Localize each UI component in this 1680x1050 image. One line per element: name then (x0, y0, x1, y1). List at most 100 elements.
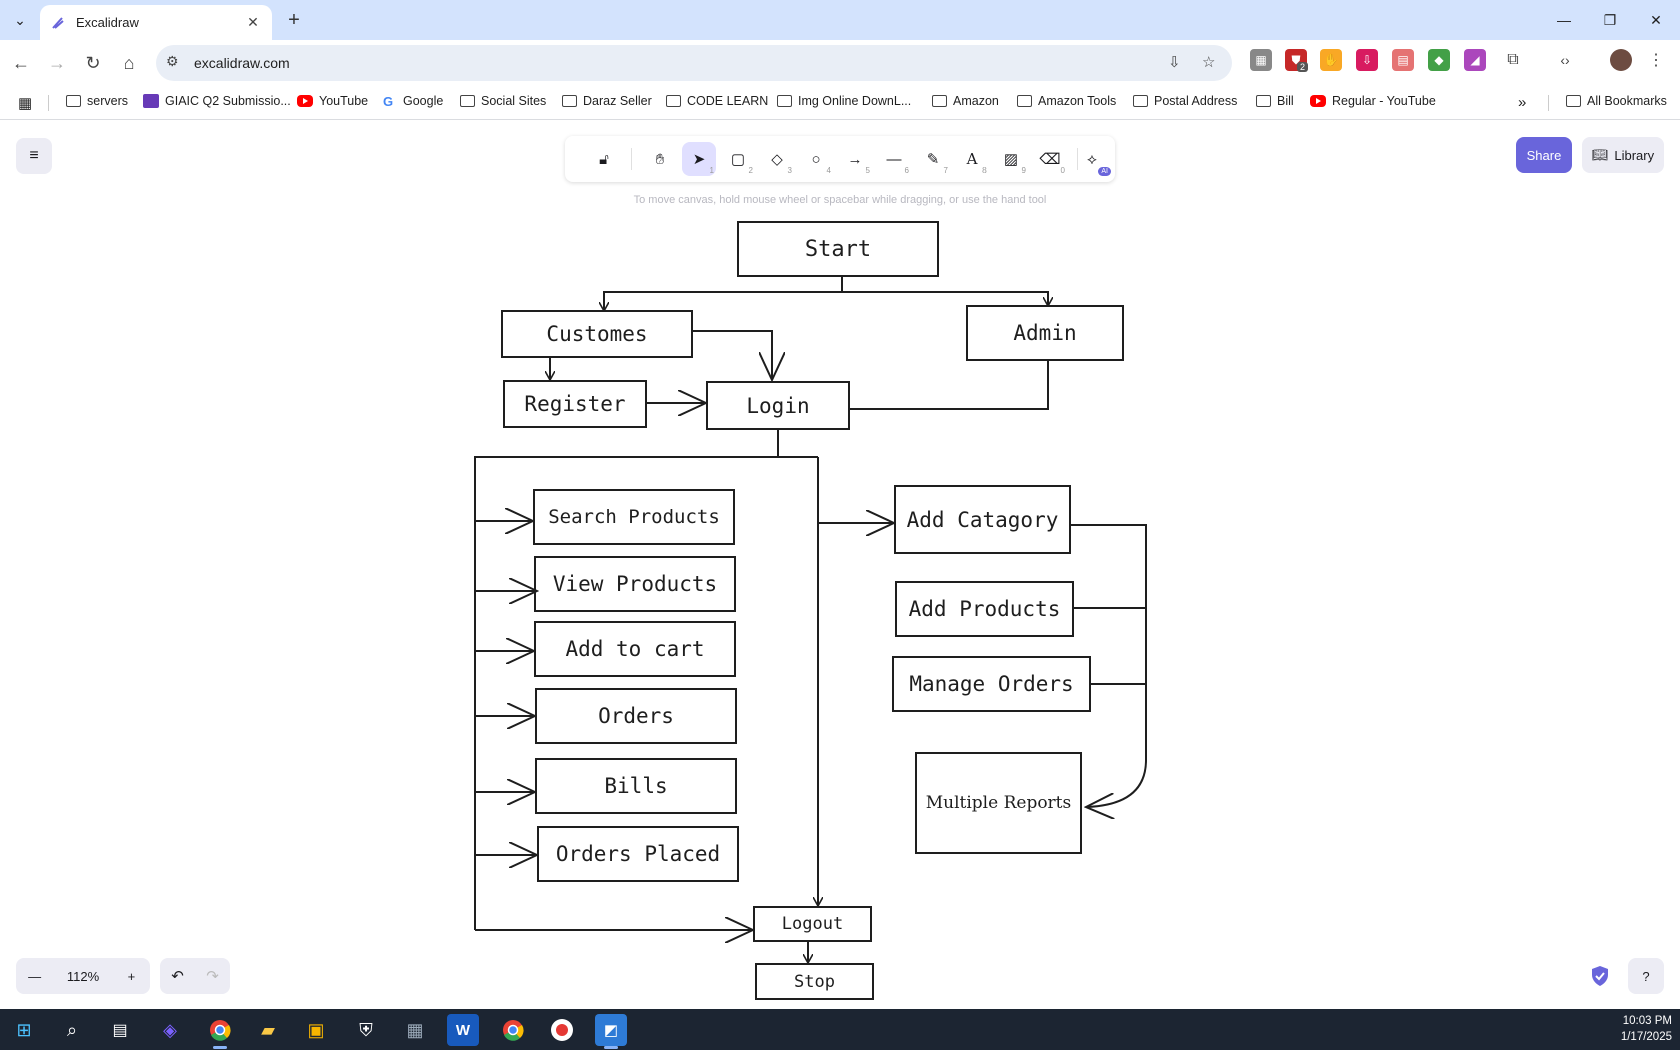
node-orders-placed[interactable]: Orders Placed (537, 826, 739, 882)
line-tool-icon[interactable]: —6 (886, 150, 910, 176)
zoom-in-button[interactable]: + (127, 968, 136, 984)
node-stop[interactable]: Stop (755, 963, 874, 1000)
arrow-tool-icon[interactable]: →5 (847, 150, 871, 176)
bookmark-postal-address[interactable]: Postal Address (1133, 94, 1237, 108)
task-view-icon[interactable]: ▤ (112, 1022, 128, 1039)
node-register[interactable]: Register (503, 380, 647, 428)
selection-tool-icon[interactable]: ➤1 (682, 142, 716, 176)
node-logout[interactable]: Logout (753, 906, 872, 942)
copilot-icon[interactable]: ◈ (163, 1019, 177, 1040)
ellipse-tool-icon[interactable]: ○4 (811, 150, 831, 176)
devtools-icon[interactable]: ‹› (1560, 52, 1570, 68)
rectangle-tool-icon[interactable]: ▢2 (730, 151, 753, 175)
screen-recorder-icon[interactable] (546, 1014, 578, 1046)
site-info-icon[interactable]: ⚙ (166, 53, 179, 69)
bookmark-social-sites[interactable]: Social Sites (460, 94, 546, 108)
node-view-products[interactable]: View Products (534, 556, 736, 612)
chrome-icon[interactable] (204, 1014, 236, 1049)
node-bills[interactable]: Bills (535, 758, 737, 814)
bookmark-star-icon[interactable]: ☆ (1202, 54, 1216, 71)
eraser-tool-icon[interactable]: ⌫0 (1039, 151, 1065, 175)
more-bookmarks-icon[interactable]: » (1518, 94, 1527, 111)
tab-excalidraw[interactable]: Excalidraw ✕ (40, 5, 272, 40)
close-window-button[interactable]: ✕ (1650, 11, 1662, 28)
bookmark-daraz-seller[interactable]: Daraz Seller (562, 94, 652, 108)
bookmark-amazon-tools[interactable]: Amazon Tools (1017, 94, 1116, 108)
hand-tool-icon[interactable]: ✋︎ (655, 150, 665, 168)
url-text[interactable]: excalidraw.com (194, 55, 290, 71)
address-bar[interactable]: ⚙ excalidraw.com ⇩ ☆ (156, 45, 1232, 81)
redo-icon[interactable]: ↷ (206, 968, 219, 985)
bookmark-servers[interactable]: servers (66, 94, 128, 108)
node-start[interactable]: Start (737, 221, 939, 277)
help-icon[interactable]: ? (1628, 958, 1664, 994)
install-app-icon[interactable]: ⇩ (1168, 54, 1181, 71)
profile-avatar[interactable] (1610, 49, 1632, 71)
minimize-button[interactable]: — (1557, 12, 1571, 28)
apps-grid-icon[interactable]: ▦ (18, 95, 33, 112)
extension-icon[interactable]: ▤ (1392, 49, 1414, 71)
reload-button[interactable]: ↻ (85, 52, 101, 73)
windows-start-icon[interactable]: ⊞ (16, 1019, 32, 1040)
tab-search-button[interactable]: ⌄ (14, 11, 26, 28)
bookmark-giaic[interactable]: GIAIC Q2 Submissio... (143, 94, 291, 108)
more-menu-icon[interactable]: ⋮ (1648, 52, 1664, 69)
microsoft-store-icon[interactable]: ▣ (307, 1019, 325, 1040)
back-button[interactable]: ← (12, 52, 30, 73)
bookmark-code-learn[interactable]: CODE LEARN (666, 94, 768, 108)
diamond-tool-icon[interactable]: ◇3 (771, 151, 792, 175)
windows-taskbar: ⊞ ⌕ ▤ ◈ ▰ ▣ ⛨ ▦ W ◩ 10:03 PM 1/17/2025 (0, 1009, 1680, 1050)
drawing-canvas[interactable] (0, 121, 1680, 1009)
word-icon[interactable]: W (447, 1014, 479, 1046)
bookmark-bill[interactable]: Bill (1256, 94, 1294, 108)
more-tools-icon[interactable]: ⟡AI (1075, 142, 1111, 176)
extensions-puzzle-icon[interactable]: ⧉ (1507, 51, 1519, 68)
download-extension-icon[interactable]: ⇩ (1356, 49, 1378, 71)
node-add-category[interactable]: Add Catagory (894, 485, 1071, 554)
node-orders[interactable]: Orders (535, 688, 737, 744)
lock-tool-icon[interactable]: 🔓︎ (599, 150, 609, 168)
security-icon[interactable]: ⛨ (359, 1019, 373, 1040)
node-search-products[interactable]: Search Products (533, 489, 735, 545)
node-multiple-reports[interactable]: Multiple Reports (915, 752, 1082, 854)
restore-button[interactable]: ❐ (1603, 11, 1617, 28)
bookmark-amazon[interactable]: Amazon (932, 94, 999, 108)
zoom-level[interactable]: 112% (66, 968, 100, 984)
undo-icon[interactable]: ↶ (171, 968, 184, 985)
library-button[interactable]: 📖︎Library (1582, 137, 1664, 173)
extension-icon[interactable]: ◢ (1464, 49, 1486, 71)
close-tab-icon[interactable]: ✕ (247, 14, 259, 30)
zoom-out-button[interactable]: — (28, 968, 42, 984)
forward-button[interactable]: → (48, 52, 66, 73)
main-menu-button[interactable]: ≡ (16, 138, 52, 174)
encryption-shield-icon[interactable] (1588, 964, 1612, 988)
file-explorer-icon[interactable]: ▰ (261, 1019, 275, 1040)
app-icon[interactable]: ▦ (406, 1019, 424, 1040)
bookmark-youtube[interactable]: YouTube (297, 94, 368, 108)
search-icon[interactable]: ⌕ (66, 1019, 78, 1040)
node-customers[interactable]: Customes (501, 310, 693, 358)
extension-icon[interactable]: ✋ (1320, 49, 1342, 71)
bookmark-img-online[interactable]: Img Online DownL... (777, 94, 911, 108)
node-add-to-cart[interactable]: Add to cart (534, 621, 736, 677)
node-login[interactable]: Login (706, 381, 850, 430)
image-tool-icon[interactable]: ▨9 (1003, 151, 1026, 175)
extension-icon[interactable]: ▦ (1250, 49, 1272, 71)
all-bookmarks[interactable]: All Bookmarks (1566, 94, 1667, 108)
extension-badge: 2 (1297, 62, 1309, 72)
home-button[interactable]: ⌂ (123, 52, 135, 73)
draw-tool-icon[interactable]: ✎7 (926, 151, 948, 175)
bookmark-regular-youtube[interactable]: Regular - YouTube (1310, 94, 1436, 108)
chrome-icon[interactable] (497, 1014, 529, 1046)
new-tab-button[interactable]: + (288, 8, 300, 31)
system-clock[interactable]: 10:03 PM 1/17/2025 (1621, 1013, 1672, 1045)
share-button[interactable]: Share (1516, 137, 1572, 173)
node-add-products[interactable]: Add Products (895, 581, 1074, 637)
node-admin[interactable]: Admin (966, 305, 1124, 361)
extension-icon[interactable]: ◆ (1428, 49, 1450, 71)
node-manage-orders[interactable]: Manage Orders (892, 656, 1091, 712)
paint-app-icon[interactable]: ◩ (595, 1014, 627, 1049)
bookmark-label: Img Online DownL... (798, 94, 912, 108)
